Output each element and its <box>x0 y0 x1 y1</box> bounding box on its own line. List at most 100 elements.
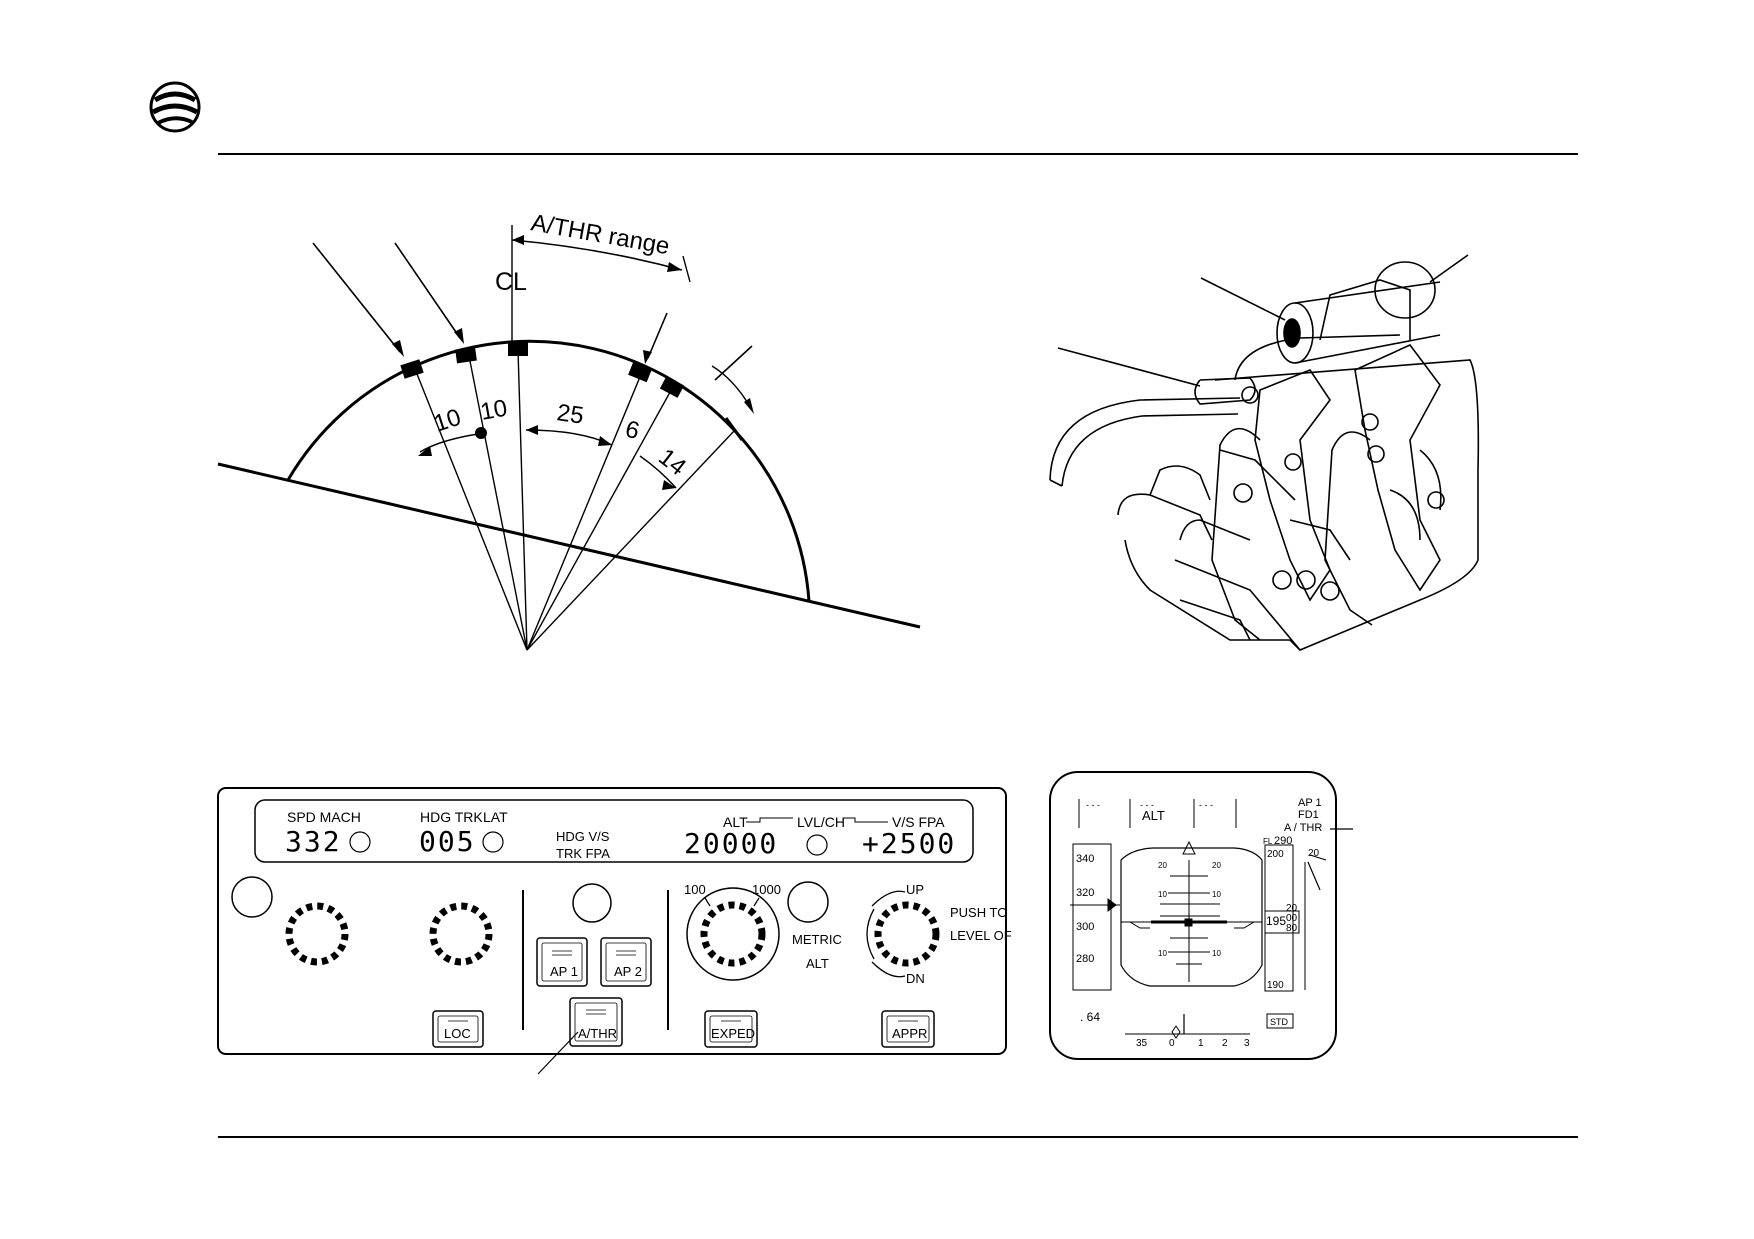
alt-tick-00: 00 <box>1286 913 1298 924</box>
fl-value: 290 <box>1274 835 1292 847</box>
mach-readout: . 64 <box>1080 1010 1100 1024</box>
thrust-lever-illustration <box>1049 254 1480 651</box>
alt-tick-200: 200 <box>1267 849 1284 860</box>
vs-up-label: UP <box>906 882 924 897</box>
loc-label: LOC <box>444 1026 471 1041</box>
std-box <box>1266 1013 1294 1029</box>
hdg-vs-label: HDG V/S <box>556 829 610 844</box>
vs-knob[interactable] <box>874 901 940 967</box>
vs-dn-label: DN <box>906 971 925 986</box>
detent-blocks <box>400 342 685 398</box>
angle-label-4: 6 <box>623 416 642 445</box>
ap1-label: AP 1 <box>550 964 578 979</box>
level-of-label: LEVEL OF <box>950 928 1012 943</box>
callout-arrows <box>312 242 753 381</box>
quadrant-base-line <box>217 462 921 629</box>
athr-label: A/THR <box>578 1026 617 1041</box>
alt-tick-80: 80 <box>1286 923 1298 934</box>
idle-reference-dot <box>475 427 487 439</box>
fma-dash-2: - - - <box>1140 800 1154 810</box>
fma-dash-1: - - - <box>1086 800 1100 810</box>
fcu-pushbuttons: AP 1 AP 2 A/THR LOC EXPED <box>432 937 935 1075</box>
alt-knob[interactable] <box>700 901 766 967</box>
heading-tick-3: 3 <box>1244 1038 1250 1049</box>
vs-knob-turn-arrows <box>866 908 875 960</box>
fma-fd1: FD1 <box>1298 809 1319 821</box>
vs-indication: 20 <box>1308 848 1320 859</box>
spd-mach-dot <box>349 831 371 853</box>
spd-value: 332 <box>285 825 342 858</box>
heading-tick-1: 1 <box>1198 1038 1204 1049</box>
speed-tick-340: 340 <box>1076 853 1094 865</box>
lat-label: LAT <box>483 809 508 825</box>
pitch-10-lower-left: 10 <box>1158 949 1167 958</box>
fcu-panel <box>217 787 1007 1055</box>
alt-increment-1000: 1000 <box>752 882 781 897</box>
angle-label-2: 10 <box>478 395 509 426</box>
company-logo <box>149 81 201 133</box>
fcu-display-text: SPD MACH 332 HDG TRK LAT 005 HDG V/S TRK… <box>285 809 956 861</box>
spd-knob[interactable] <box>285 902 349 966</box>
lat-dot <box>482 831 504 853</box>
alt-increment-100: 100 <box>684 882 706 897</box>
fcu-outer-frame <box>217 787 1007 1055</box>
throttle-quadrant-diagram <box>217 225 921 651</box>
pitch-20-left: 20 <box>1158 861 1167 870</box>
fcu-controls: 100 1000 METRIC ALT UP DN PUSH TO LEVEL … <box>231 876 1012 986</box>
speed-tick-280: 280 <box>1076 953 1094 965</box>
athr-button[interactable]: A/THR <box>569 997 623 1047</box>
angle-label-3: 25 <box>555 399 585 429</box>
speed-tick-320: 320 <box>1076 887 1094 899</box>
speed-tick-300: 300 <box>1076 921 1094 933</box>
angle-label-1: 10 <box>431 404 465 438</box>
std-label: STD <box>1270 1017 1289 1027</box>
hdg-trk-label: HDG TRK <box>420 809 483 825</box>
heading-tick-35: 35 <box>1136 1038 1148 1049</box>
spd-mach-button[interactable] <box>231 876 273 918</box>
pfd-bezel <box>1049 771 1337 1060</box>
detent-radial-lines <box>416 349 736 651</box>
pitch-20-right: 20 <box>1212 861 1221 870</box>
heading-tick-0: 0 <box>1169 1038 1175 1049</box>
angle-label-5: 14 <box>653 443 691 481</box>
alt-label: ALT <box>723 814 748 830</box>
attitude-sphere <box>1120 847 1263 987</box>
lvl-ch-label: LVL/CH <box>797 814 845 830</box>
athr-range-dimension <box>511 239 683 271</box>
spd-mach-label: SPD MACH <box>287 809 361 825</box>
speed-tape <box>1072 843 1112 991</box>
fma-dash-3: - - - <box>1199 800 1213 810</box>
hdg-value: 005 <box>419 825 476 858</box>
pfd-display <box>1049 771 1353 1060</box>
pitch-10-upper-left: 10 <box>1158 890 1167 899</box>
alt-tick-20: 20 <box>1286 903 1298 914</box>
ap1-button[interactable]: AP 1 <box>536 937 588 987</box>
metric-label: METRIC <box>792 932 842 947</box>
hdg-knob[interactable] <box>429 902 493 966</box>
alt-current: 195 <box>1266 914 1286 928</box>
alt-value: 20000 <box>684 827 778 860</box>
fma-athr: A / THR <box>1284 822 1322 834</box>
alt-knob-ring <box>686 887 780 981</box>
lvl-ch-dot <box>806 834 828 856</box>
athr-callout-line <box>537 1031 579 1075</box>
fl-prefix: FL <box>1263 837 1273 846</box>
quadrant-arc <box>286 339 811 602</box>
loc-button[interactable]: LOC <box>432 1010 484 1048</box>
appr-button[interactable]: APPR <box>881 1010 935 1048</box>
metric-alt-label: ALT <box>806 956 829 971</box>
vs-value: +2500 <box>862 827 956 860</box>
hdg-vs-trk-fpa-button[interactable] <box>572 883 612 923</box>
fcu-display-window <box>254 799 974 863</box>
pitch-10-upper-right: 10 <box>1212 890 1221 899</box>
push-to-label: PUSH TO <box>950 905 1007 920</box>
metric-alt-button[interactable] <box>787 881 829 923</box>
pitch-10-lower-right: 10 <box>1212 949 1221 958</box>
cl-label: CL <box>495 268 527 296</box>
ap2-button[interactable]: AP 2 <box>600 937 652 987</box>
exped-label: EXPED <box>711 1026 755 1041</box>
exped-button[interactable]: EXPED <box>704 1010 758 1048</box>
heading-tick-2: 2 <box>1222 1038 1228 1049</box>
ap2-label: AP 2 <box>614 964 642 979</box>
